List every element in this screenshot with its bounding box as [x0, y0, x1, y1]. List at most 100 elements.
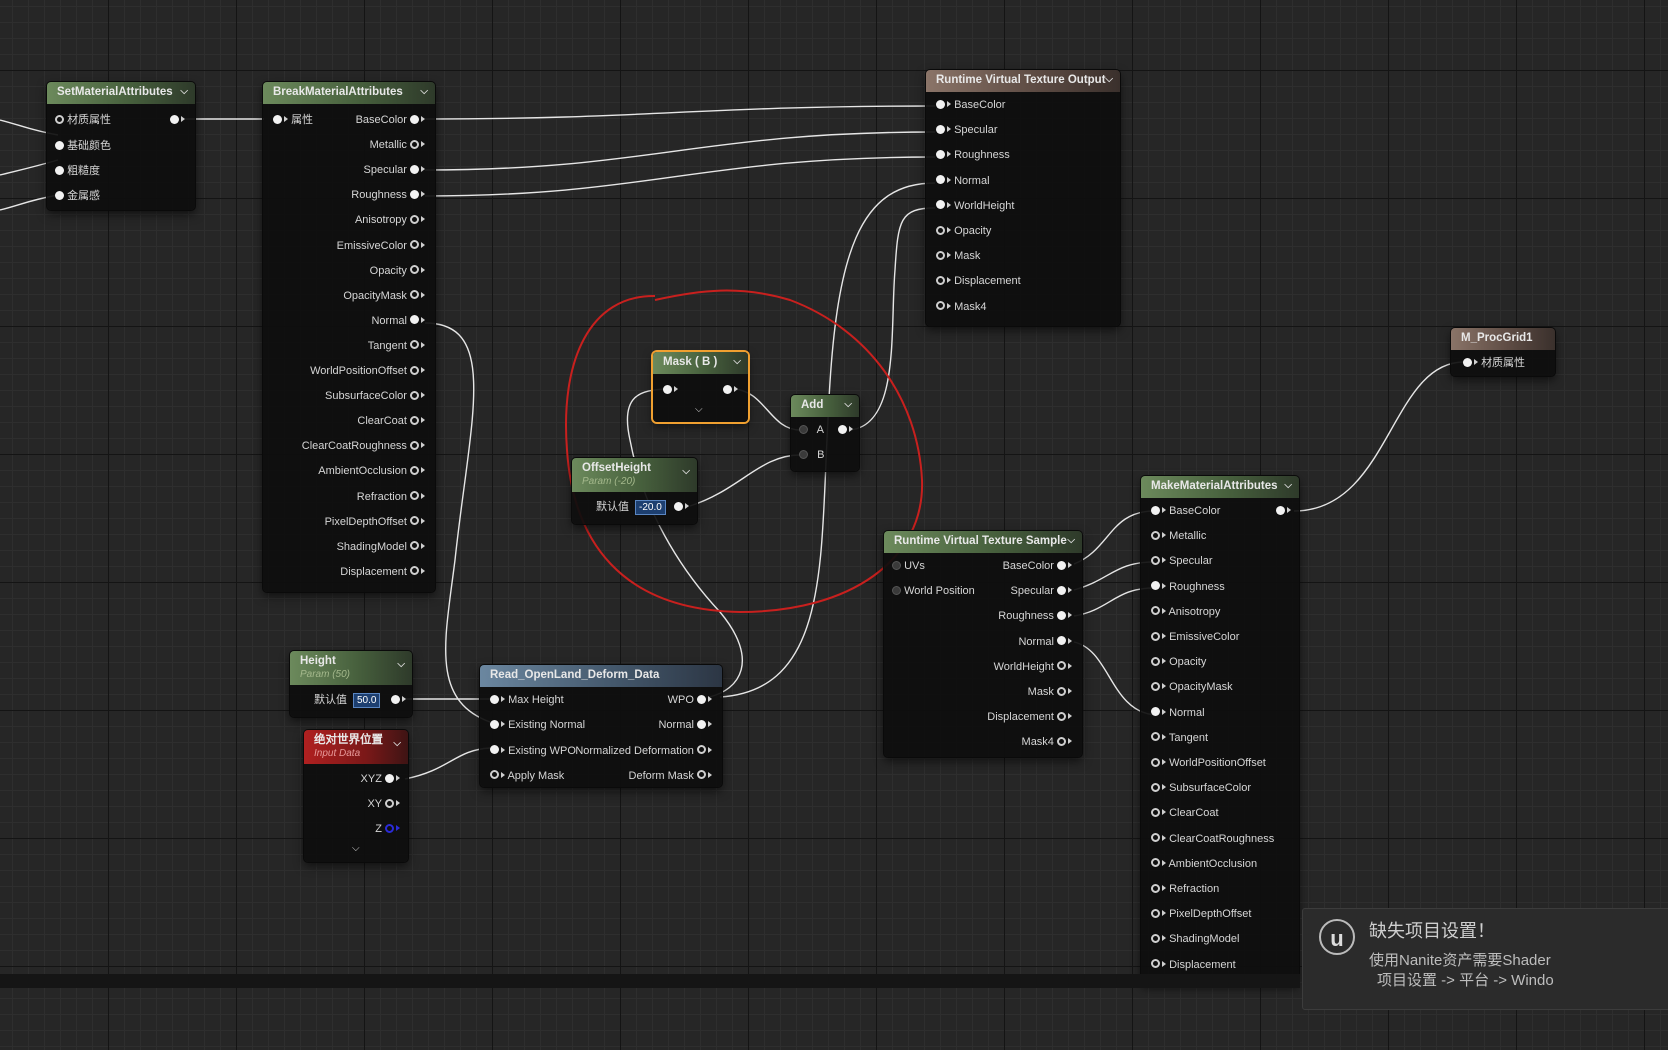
pin-icon[interactable] [1057, 711, 1066, 721]
input-pin[interactable]: Specular [936, 122, 997, 138]
pin-icon[interactable] [1151, 681, 1160, 691]
input-pin-world-position[interactable]: World Position [892, 583, 975, 599]
output-pin[interactable]: SubsurfaceColor [325, 388, 425, 404]
chevron-down-icon[interactable]: ⌵ [420, 86, 428, 97]
output-pin[interactable]: Metallic [370, 137, 425, 153]
chevron-down-icon[interactable]: ⌵ [1105, 74, 1113, 85]
output-pin[interactable]: Normalized Deformation [575, 743, 712, 759]
input-pin[interactable]: Existing WPO [490, 743, 576, 759]
pin-icon[interactable] [936, 99, 945, 109]
input-pin[interactable]: Mask4 [936, 299, 986, 315]
input-pin[interactable]: 材质属性 [1463, 355, 1525, 371]
node-header[interactable]: Runtime Virtual Texture Output⌵ [926, 70, 1120, 92]
pin-icon[interactable] [697, 694, 706, 704]
input-pin[interactable]: Apply Mask [490, 768, 564, 784]
pin-icon[interactable] [410, 139, 419, 149]
pin-icon[interactable] [55, 165, 64, 175]
pin-icon[interactable] [1151, 581, 1160, 591]
pin-icon[interactable] [838, 424, 847, 434]
pin-icon[interactable] [55, 114, 64, 124]
pin-icon[interactable] [490, 745, 499, 755]
output-pin[interactable]: Mask [1028, 684, 1072, 700]
notification-toast[interactable]: u 缺失项目设置！ 使用Nanite资产需要Shader 项目设置 -> 平台 … [1302, 908, 1668, 1010]
pin-icon[interactable] [385, 773, 394, 783]
output-pin-z[interactable]: Z [375, 821, 400, 837]
output-pin[interactable]: WorldHeight [994, 659, 1072, 675]
expand-icon[interactable]: ⌵ [352, 843, 360, 854]
pin-icon[interactable] [1151, 757, 1160, 767]
pin-icon[interactable] [674, 501, 683, 511]
pin-icon[interactable] [1057, 610, 1066, 620]
output-pin[interactable]: AmbientOcclusion [318, 463, 425, 479]
input-pin[interactable]: Opacity [1151, 654, 1206, 670]
value-input[interactable]: 50.0 [353, 693, 381, 708]
chevron-down-icon[interactable]: ⌵ [1284, 480, 1292, 491]
node-set-material-attributes[interactable]: SetMaterialAttributes⌵ 材质属性 基础颜色 粗糙度 金属感 [47, 82, 195, 210]
output-pin[interactable]: Deform Mask [629, 768, 712, 784]
output-pin-xyz[interactable]: XYZ [361, 771, 400, 787]
pin-icon[interactable] [936, 175, 945, 185]
pin-icon[interactable] [936, 149, 945, 159]
output-pin[interactable] [170, 112, 185, 128]
node-header[interactable]: MakeMaterialAttributes⌵ [1141, 476, 1299, 498]
pin-icon[interactable] [410, 465, 419, 475]
pin-icon[interactable] [936, 275, 945, 285]
node-runtime-virtual-texture-output[interactable]: Runtime Virtual Texture Output⌵ BaseColo… [926, 70, 1120, 326]
input-pin[interactable]: PixelDepthOffset [1151, 906, 1251, 922]
pin-icon[interactable] [697, 719, 706, 729]
pin-icon[interactable] [410, 265, 419, 275]
pin-icon[interactable] [410, 390, 419, 400]
pin-icon[interactable] [410, 566, 419, 576]
pin-icon[interactable] [697, 770, 706, 780]
input-pin[interactable]: Refraction [1151, 881, 1219, 897]
node-header[interactable]: BreakMaterialAttributes⌵ [263, 82, 435, 104]
output-pin[interactable]: BaseColor [1003, 558, 1072, 574]
input-pin[interactable]: Metallic [1151, 528, 1206, 544]
pin-icon[interactable] [1276, 505, 1285, 515]
pin-icon[interactable] [410, 114, 419, 124]
input-pin[interactable]: Tangent [1151, 730, 1208, 746]
node-header[interactable]: Mask ( B )⌵ [653, 352, 748, 374]
output-pin[interactable]: Anisotropy [355, 212, 425, 228]
pin-icon[interactable] [1151, 908, 1160, 918]
input-pin[interactable] [663, 382, 678, 398]
pin-icon[interactable] [410, 214, 419, 224]
pin-icon[interactable] [1151, 833, 1160, 843]
pin-icon[interactable] [936, 200, 945, 210]
pin-row[interactable]: 粗糙度 [55, 163, 100, 179]
node-header[interactable]: M_ProcGrid1 [1451, 328, 1555, 350]
pin-icon[interactable] [1057, 661, 1066, 671]
output-pin[interactable]: WPO [668, 692, 712, 708]
pin-icon[interactable] [490, 770, 499, 780]
node-read-openland-deform-data[interactable]: Read_OpenLand_Deform_Data Max Height Exi… [480, 665, 722, 787]
input-pin-b[interactable]: B [799, 447, 825, 463]
output-pin[interactable]: Specular [364, 162, 425, 178]
pin-icon[interactable] [391, 694, 400, 704]
pin-icon[interactable] [1151, 933, 1160, 943]
input-pin[interactable]: ShadingModel [1151, 931, 1239, 947]
output-pin[interactable]: OpacityMask [343, 288, 425, 304]
chevron-down-icon[interactable]: ⌵ [393, 738, 401, 749]
input-pin[interactable]: Roughness [936, 147, 1010, 163]
output-pin[interactable]: Refraction [357, 489, 425, 505]
input-pin[interactable]: Normal [1151, 705, 1205, 721]
pin-icon[interactable] [410, 290, 419, 300]
pin-icon[interactable] [1151, 606, 1160, 616]
pin-icon[interactable] [936, 225, 945, 235]
pin-icon[interactable] [490, 719, 499, 729]
output-pin[interactable]: Roughness [998, 608, 1072, 624]
chevron-down-icon[interactable]: ⌵ [733, 356, 741, 367]
output-pin[interactable] [391, 692, 406, 708]
output-pin[interactable] [674, 499, 689, 515]
node-m-procgrid1[interactable]: M_ProcGrid1 材质属性 [1451, 328, 1555, 376]
pin-icon[interactable] [697, 745, 706, 755]
pin-icon[interactable] [1151, 656, 1160, 666]
input-pin[interactable]: Anisotropy [1151, 604, 1220, 620]
node-header[interactable]: Read_OpenLand_Deform_Data [480, 665, 722, 687]
pin-icon[interactable] [1151, 782, 1160, 792]
output-pin[interactable]: Roughness [351, 187, 425, 203]
